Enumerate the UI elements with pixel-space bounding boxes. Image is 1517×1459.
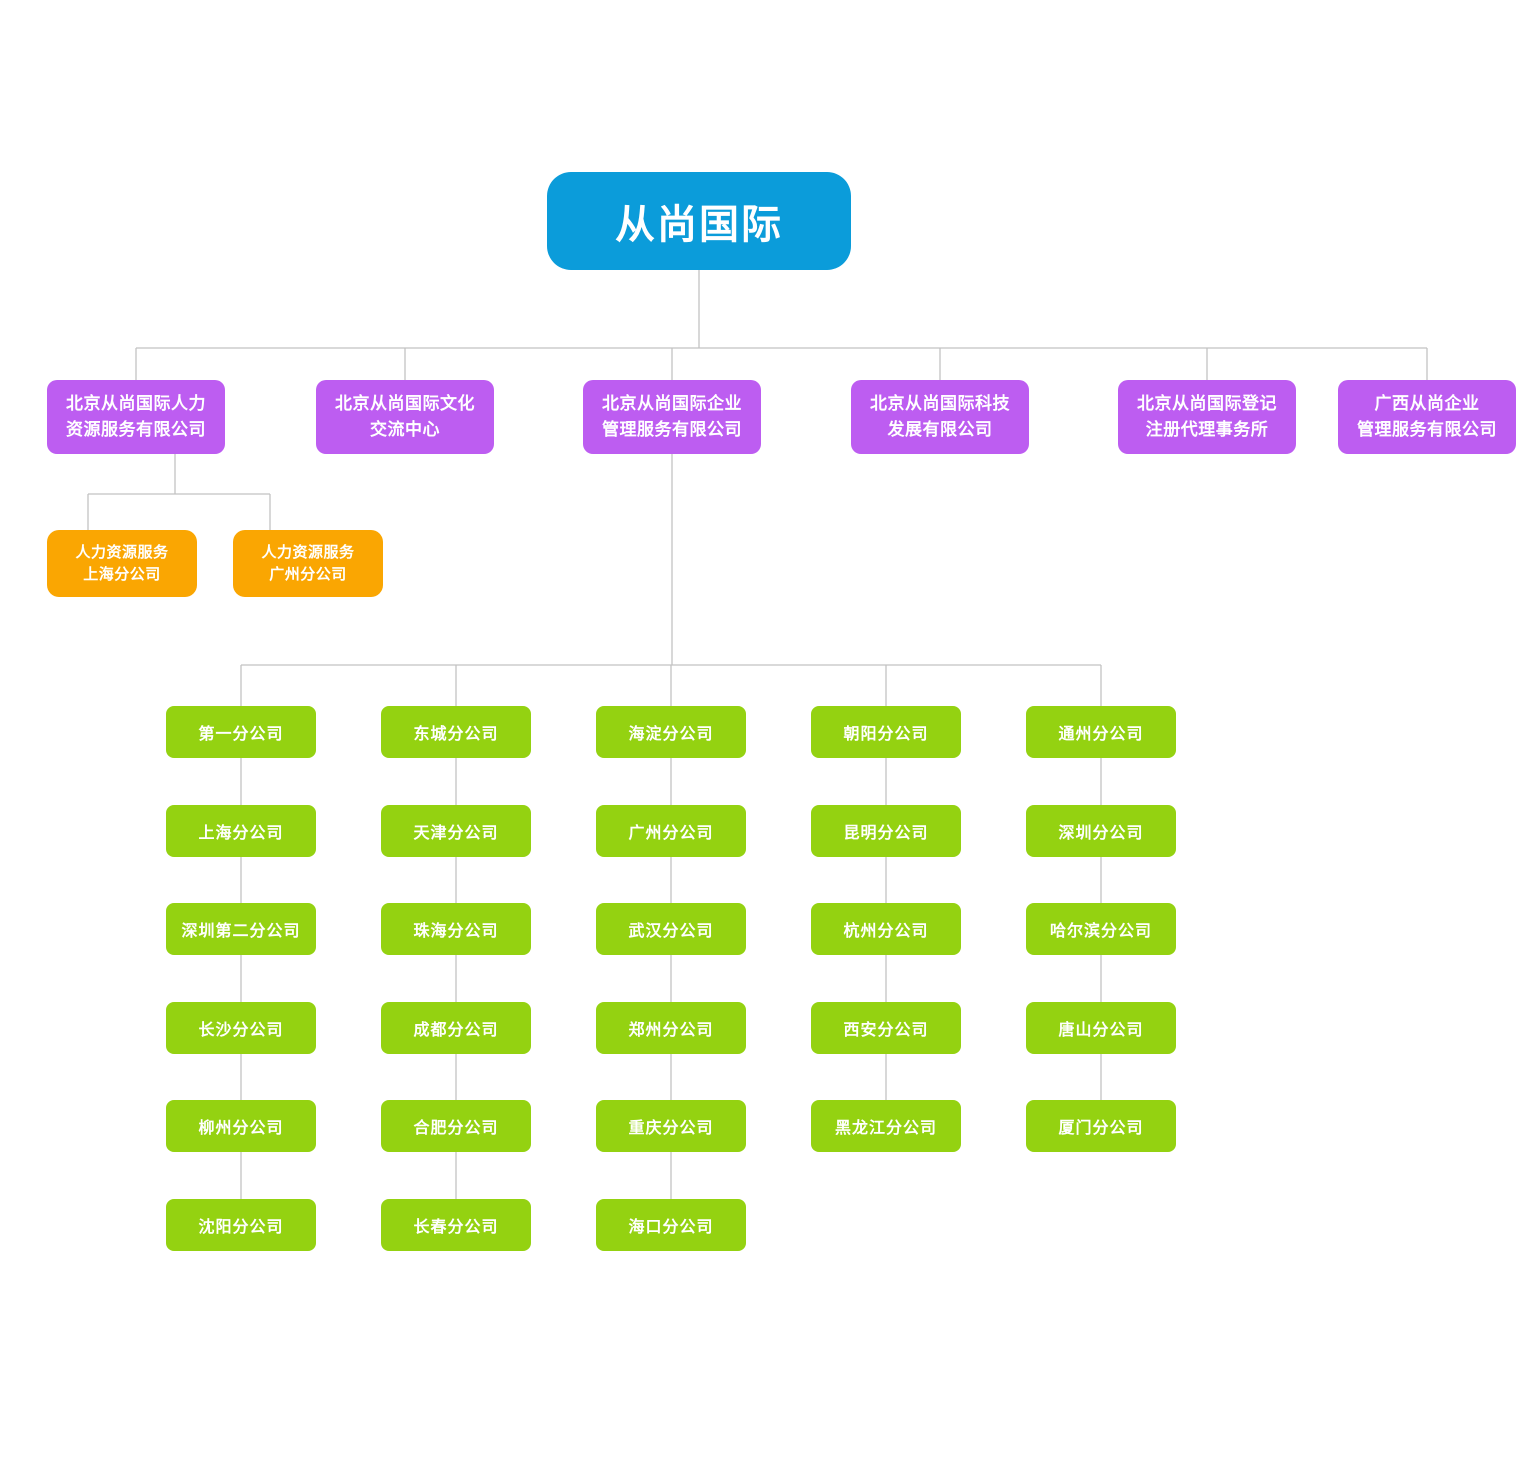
org-node-label: 管理服务有限公司 [602, 420, 742, 439]
org-node-hr: 北京从尚国际人力资源服务有限公司 [47, 380, 225, 454]
org-node-hr-shanghai: 人力资源服务上海分公司 [47, 530, 197, 597]
org-node-branch-col2-row4: 成都分公司 [381, 1002, 531, 1054]
org-node-branch-col4-row3: 杭州分公司 [811, 903, 961, 955]
org-node-branch-col3-row1: 海淀分公司 [596, 706, 746, 758]
org-node-label: 哈尔滨分公司 [1049, 923, 1152, 940]
org-node-label: 北京从尚国际科技 [870, 394, 1010, 413]
org-node-guangxi: 广西从尚企业管理服务有限公司 [1338, 380, 1516, 454]
org-node-label: 通州分公司 [1058, 726, 1144, 743]
org-node-branch-col2-row1: 东城分公司 [381, 706, 531, 758]
org-node-label: 北京从尚国际登记 [1137, 394, 1277, 413]
org-node-label: 珠海分公司 [413, 923, 499, 940]
org-node-label: 广西从尚企业 [1374, 394, 1480, 413]
org-node-label: 资源服务有限公司 [66, 420, 206, 439]
org-node-branch-col1-row3: 深圳第二分公司 [166, 903, 316, 955]
org-node-branch-col3-row3: 武汉分公司 [596, 903, 746, 955]
org-node-branch-col3-row6: 海口分公司 [596, 1199, 746, 1251]
org-node-label: 东城分公司 [413, 726, 499, 743]
org-node-branch-col1-row1: 第一分公司 [166, 706, 316, 758]
org-node-root-label: 从尚国际 [615, 203, 783, 247]
org-node-label: 注册代理事务所 [1145, 420, 1269, 439]
org-node-label: 北京从尚国际文化 [335, 394, 475, 413]
org-node-label: 第一分公司 [198, 726, 284, 743]
org-node-branch-col1-row5: 柳州分公司 [166, 1100, 316, 1152]
org-node-culture: 北京从尚国际文化交流中心 [316, 380, 494, 454]
org-node-branch-col4-row5: 黑龙江分公司 [811, 1100, 961, 1152]
org-node-label: 上海分公司 [198, 825, 284, 842]
org-node-branch-col2-row2: 天津分公司 [381, 805, 531, 857]
org-node-label: 北京从尚国际人力 [66, 394, 206, 413]
org-node-label: 长沙分公司 [198, 1022, 284, 1039]
org-node-branch-col5-row1: 通州分公司 [1026, 706, 1176, 758]
org-node-root: 从尚国际 [547, 172, 851, 270]
org-node-branch-col3-row5: 重庆分公司 [596, 1100, 746, 1152]
org-node-label: 杭州分公司 [843, 923, 929, 940]
org-node-label: 发展有限公司 [887, 420, 993, 439]
org-node-label: 上海分公司 [83, 565, 161, 583]
org-node-branch-col4-row2: 昆明分公司 [811, 805, 961, 857]
org-node-label: 管理服务有限公司 [1357, 420, 1497, 439]
org-node-label: 海淀分公司 [628, 726, 714, 743]
org-node-registration: 北京从尚国际登记注册代理事务所 [1118, 380, 1296, 454]
org-node-branch-col3-row4: 郑州分公司 [596, 1002, 746, 1054]
org-node-label: 人力资源服务 [261, 543, 355, 561]
org-node-label: 深圳分公司 [1058, 825, 1144, 842]
org-node-branch-col3-row2: 广州分公司 [596, 805, 746, 857]
org-node-label: 长春分公司 [413, 1219, 499, 1236]
org-node-branch-col2-row3: 珠海分公司 [381, 903, 531, 955]
org-node-label: 广州分公司 [269, 565, 347, 583]
org-node-branch-col2-row6: 长春分公司 [381, 1199, 531, 1251]
org-node-branch-col1-row6: 沈阳分公司 [166, 1199, 316, 1251]
org-node-label: 沈阳分公司 [198, 1219, 284, 1236]
org-node-label: 合肥分公司 [413, 1120, 499, 1137]
org-node-label: 深圳第二分公司 [181, 923, 301, 940]
org-node-label: 重庆分公司 [628, 1120, 714, 1137]
org-node-label: 北京从尚国际企业 [602, 394, 742, 413]
org-node-branch-col4-row4: 西安分公司 [811, 1002, 961, 1054]
org-node-branch-col1-row4: 长沙分公司 [166, 1002, 316, 1054]
org-node-branch-col2-row5: 合肥分公司 [381, 1100, 531, 1152]
org-node-branch-col5-row5: 厦门分公司 [1026, 1100, 1176, 1152]
org-node-label: 唐山分公司 [1058, 1022, 1144, 1039]
org-node-branch-col1-row2: 上海分公司 [166, 805, 316, 857]
org-node-label: 柳州分公司 [198, 1120, 284, 1137]
org-node-label: 武汉分公司 [628, 923, 714, 940]
org-node-label: 昆明分公司 [843, 825, 929, 842]
org-node-branch-col5-row3: 哈尔滨分公司 [1026, 903, 1176, 955]
org-node-label: 厦门分公司 [1058, 1120, 1144, 1137]
org-node-label: 天津分公司 [413, 825, 499, 842]
org-node-label: 海口分公司 [628, 1219, 714, 1236]
org-node-label: 成都分公司 [413, 1022, 499, 1039]
org-node-branch-col5-row4: 唐山分公司 [1026, 1002, 1176, 1054]
org-node-branch-col4-row1: 朝阳分公司 [811, 706, 961, 758]
org-node-label: 郑州分公司 [628, 1022, 714, 1039]
org-node-label: 人力资源服务 [75, 543, 169, 561]
org-node-label: 黑龙江分公司 [834, 1120, 937, 1137]
org-node-label: 广州分公司 [628, 825, 714, 842]
org-node-label: 西安分公司 [843, 1022, 929, 1039]
org-node-hr-guangzhou: 人力资源服务广州分公司 [233, 530, 383, 597]
org-node-branch-col5-row2: 深圳分公司 [1026, 805, 1176, 857]
org-node-label: 交流中心 [370, 420, 440, 439]
org-node-label: 朝阳分公司 [843, 726, 929, 743]
org-node-tech: 北京从尚国际科技发展有限公司 [851, 380, 1029, 454]
org-node-enterprise: 北京从尚国际企业管理服务有限公司 [583, 380, 761, 454]
